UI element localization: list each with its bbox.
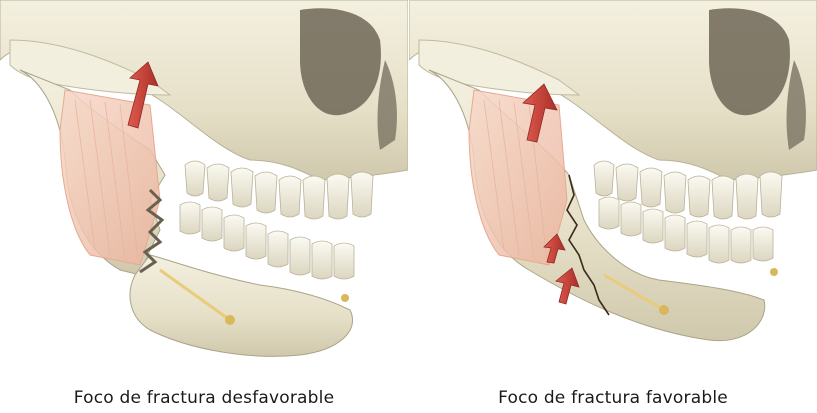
mandible-fracture-favorable-illustration bbox=[409, 0, 817, 360]
panel-unfavorable: Foco de fractura desfavorable bbox=[0, 0, 408, 413]
caption-unfavorable: Foco de fractura desfavorable bbox=[0, 388, 408, 408]
panel-favorable: Foco de fractura favorable bbox=[409, 0, 817, 413]
mandible-fracture-unfavorable-illustration bbox=[0, 0, 408, 360]
caption-favorable: Foco de fractura favorable bbox=[409, 388, 817, 408]
